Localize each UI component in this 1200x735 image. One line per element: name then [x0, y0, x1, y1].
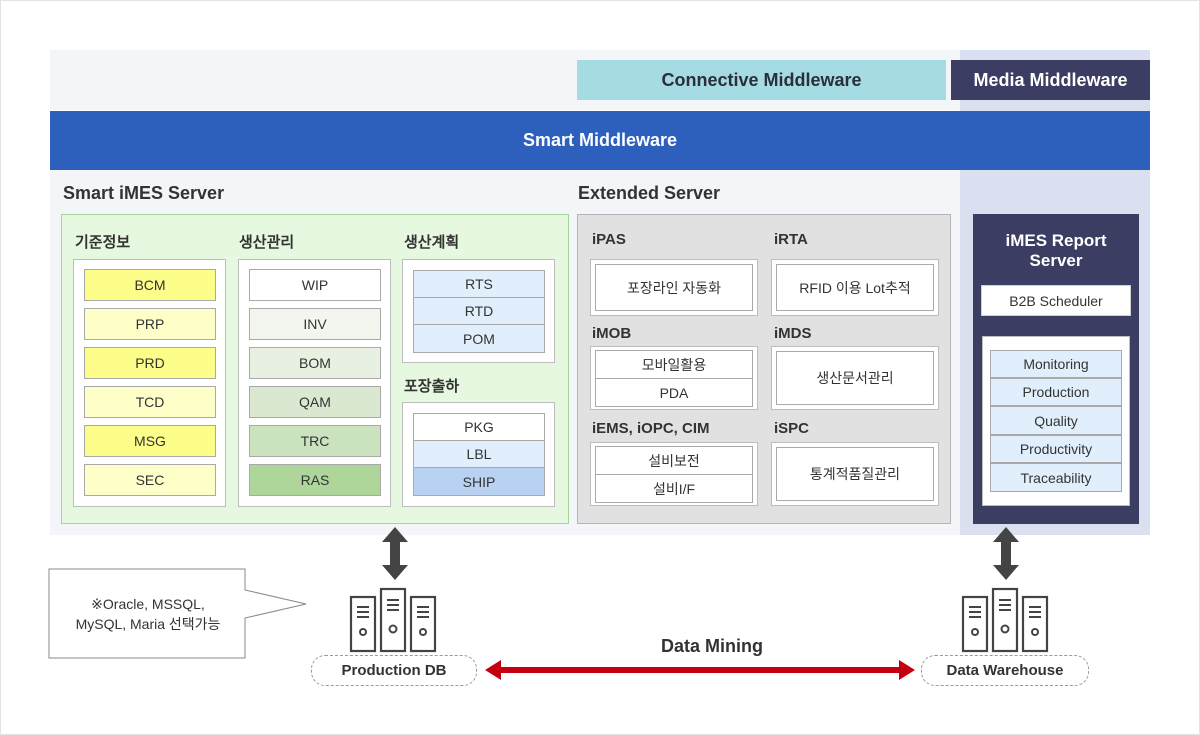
imes-server-title: Smart iMES Server — [63, 183, 225, 203]
module-rts: RTS — [413, 270, 545, 298]
module-pom: POM — [413, 324, 545, 353]
report-item-traceability: Traceability — [990, 463, 1122, 492]
report-item-production: Production — [990, 378, 1122, 406]
module-title-ipas: iPAS — [592, 231, 626, 248]
module-sec: SEC — [84, 464, 216, 496]
imob-item-mobile: 모바일활용 — [595, 350, 753, 379]
module-title-imds: iMDS — [774, 325, 812, 342]
iems-item-maintenance: 설비보전 — [595, 446, 753, 475]
group-title-production-mgmt: 생산관리 — [239, 234, 295, 251]
module-prd: PRD — [84, 347, 216, 379]
production-db-server-icon — [349, 587, 437, 653]
module-title-ispc: iSPC — [774, 420, 810, 437]
warehouse-connection-arrow — [993, 527, 1019, 580]
module-qam: QAM — [249, 386, 381, 418]
report-item-monitoring: Monitoring — [990, 350, 1122, 378]
module-trc: TRC — [249, 425, 381, 457]
callout-line1: ※Oracle, MSSQL, — [91, 596, 205, 612]
report-item-quality: Quality — [990, 406, 1122, 435]
callout-bubble — [48, 568, 307, 659]
module-wip: WIP — [249, 269, 381, 301]
report-item-productivity: Productivity — [990, 435, 1122, 463]
report-server-title-line1: iMES Report — [1005, 231, 1107, 250]
module-pkg: PKG — [413, 413, 545, 441]
production-db-label: Production DB — [311, 655, 477, 686]
module-inv: INV — [249, 308, 381, 340]
module-ship: SHIP — [413, 467, 545, 496]
iems-item-interface: 설비I/F — [595, 474, 753, 503]
data-warehouse-server-icon — [961, 587, 1049, 653]
module-lbl: LBL — [413, 440, 545, 468]
db-connection-arrow — [382, 527, 408, 580]
irta-item: RFID 이용 Lot추적 — [776, 264, 934, 311]
module-tcd: TCD — [84, 386, 216, 418]
module-ras: RAS — [249, 464, 381, 496]
module-title-iems: iEMS, iOPC, CIM — [592, 420, 710, 437]
extended-server-title: Extended Server — [578, 183, 721, 203]
report-server-title-line2: Server — [1029, 251, 1083, 270]
ispc-item: 통계적품질관리 — [776, 447, 934, 501]
data-mining-arrow — [485, 660, 915, 680]
connective-middleware-bar: Connective Middleware — [577, 60, 946, 100]
module-bcm: BCM — [84, 269, 216, 301]
group-title-production-planning: 생산계획 — [404, 234, 460, 251]
group-title-basic-info: 기준정보 — [75, 234, 131, 251]
imob-item-pda: PDA — [595, 378, 753, 407]
imds-item: 생산문서관리 — [776, 351, 934, 405]
smart-middleware-bar: Smart Middleware — [50, 111, 1150, 170]
data-warehouse-label: Data Warehouse — [921, 655, 1089, 686]
b2b-scheduler: B2B Scheduler — [981, 285, 1131, 316]
module-rtd: RTD — [413, 297, 545, 325]
module-title-imob: iMOB — [592, 325, 632, 342]
group-title-packing-shipping: 포장출하 — [404, 378, 460, 395]
ipas-item: 포장라인 자동화 — [595, 264, 753, 311]
module-bom: BOM — [249, 347, 381, 379]
module-prp: PRP — [84, 308, 216, 340]
media-middleware-bar: Media Middleware — [951, 60, 1150, 100]
data-mining-label: Data Mining — [661, 636, 763, 656]
module-msg: MSG — [84, 425, 216, 457]
module-title-irta: iRTA — [774, 231, 808, 248]
callout-line2: MySQL, Maria 선택가능 — [75, 616, 221, 632]
